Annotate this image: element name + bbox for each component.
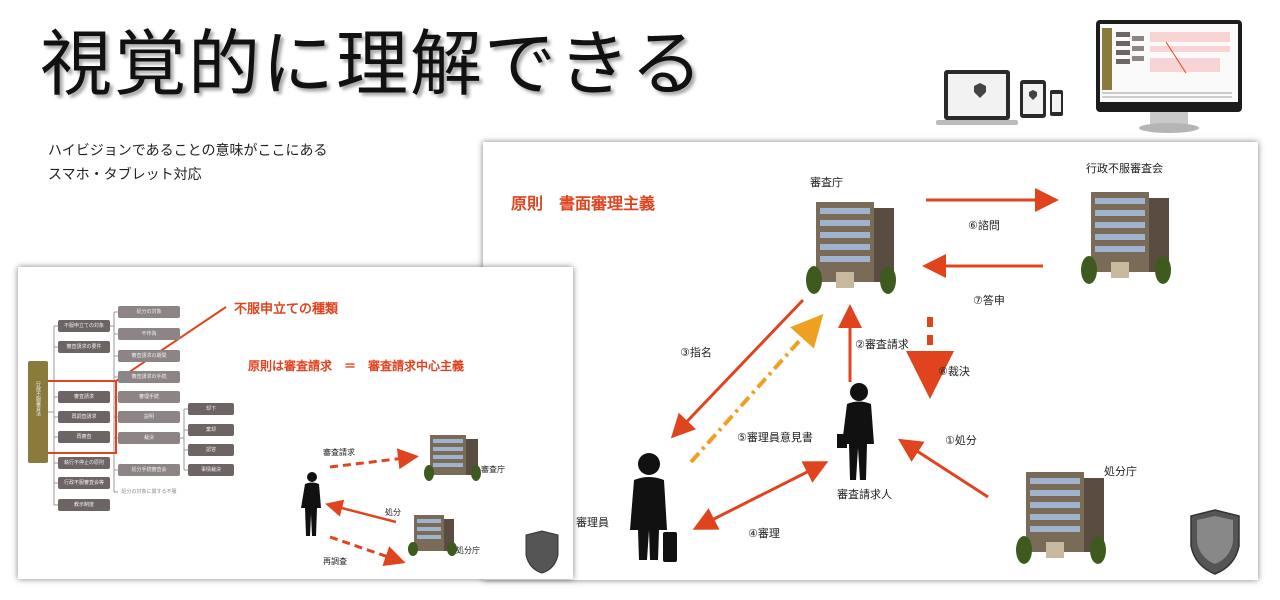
- arrow-ikensho: [689, 314, 824, 464]
- tree-node-saishinsa: 再審査: [58, 431, 110, 443]
- tree-node-c2-6: 裁決: [118, 432, 180, 444]
- mini-shinsacho-building: [424, 435, 481, 481]
- mini-label-shobuncho: 処分庁: [456, 546, 480, 555]
- tree-node-c2-2: 審査請求の期間: [118, 350, 180, 362]
- label-shinri: ④審理: [748, 527, 780, 540]
- mini-shield-icon: [525, 530, 559, 574]
- page-headline: 視覚的に理解できる: [40, 22, 705, 106]
- tree-node-jijo: 事情裁決: [188, 464, 234, 476]
- arrow-shinri: [692, 461, 829, 530]
- callout-fufuku-shurui: 不服申立ての種類: [234, 302, 339, 317]
- right-slide-diagram: [630, 188, 1240, 575]
- principle-text: 原則は審査請求 ＝ 審査請求中心主義: [248, 359, 465, 373]
- tree-node-kikyaku: 棄却: [188, 424, 234, 436]
- subtitle-device-support: スマホ・タブレット対応: [48, 167, 202, 183]
- tree-node-c2-0: 処分の対象: [118, 306, 180, 318]
- mini-label-shinsacho: 審査庁: [481, 465, 505, 474]
- subtitle-hivision: ハイビジョンであることの意味がここにある: [48, 143, 328, 159]
- seikyunin-person: [837, 383, 874, 480]
- label-shinriin: 審理員: [576, 516, 609, 529]
- tree-root-node: 行政不服審査法: [28, 361, 48, 463]
- label-shomon: ⑥諮問: [968, 219, 1000, 232]
- devices-illustration: [936, 18, 1246, 138]
- tree-node-c2-3: 審査請求の手続: [118, 371, 180, 383]
- tree-node-yoken: 審査請求の要件: [58, 341, 110, 353]
- label-shinsa-seikyu: ②審査請求: [855, 338, 909, 351]
- mini-person: [301, 472, 321, 536]
- tree-node-kyakka: 却下: [188, 403, 234, 415]
- mini-arrow-shobun: [325, 499, 397, 524]
- callout-line: [115, 306, 227, 382]
- left-slide-tree: [45, 306, 559, 574]
- tree-node-c2-4: 審理手続: [118, 391, 180, 403]
- mini-label-saichosa: 再調査: [323, 557, 347, 566]
- shinsacho-building: [806, 202, 896, 294]
- shinriin-person: [630, 453, 677, 562]
- tree-node-c2-5: 説明: [118, 411, 180, 423]
- devices-icon: [936, 20, 1242, 133]
- tree-node-kyoji: 教示制度: [58, 499, 110, 511]
- tree-node-ninyo: 認容: [188, 444, 234, 456]
- label-saiketsu: ⑧裁決: [938, 365, 970, 378]
- label-seikyunin: 審査請求人: [837, 488, 892, 501]
- arrow-shimei: [670, 298, 805, 439]
- tree-node-shinsakai: 行政不服審査会等: [58, 477, 110, 489]
- label-shimei: ③指名: [680, 346, 712, 359]
- slide-fufuku-shurui: 行政不服審査法 不服申立ての対象 審査請求の要件 審査請求 再調査請求 再審査 …: [18, 267, 573, 579]
- tree-node-taisho: 不服申立ての対象: [58, 320, 110, 332]
- arrow-shobun: [897, 438, 989, 499]
- label-shobun: ①処分: [945, 434, 977, 447]
- tree-node-shinsa-seikyu: 審査請求: [58, 391, 110, 403]
- tree-node-shikko: 執行不停止の原則: [58, 457, 110, 469]
- mini-arrow-shinsa: [329, 448, 419, 470]
- label-shobuncho: 処分庁: [1104, 465, 1137, 478]
- tree-node-c2-1: 不作為: [118, 328, 180, 340]
- slide-shomen-shinri: 原則 書面審理主義 審査庁 行政不服審査会 ⑥諮問 ⑦答申 ③指名 ②審査請求 …: [483, 142, 1258, 580]
- mini-shobuncho-building: [408, 515, 457, 556]
- tree-node-saichosa: 再調査請求: [58, 411, 110, 423]
- tree-node-c2-7: 処分手続審査会: [118, 464, 180, 476]
- tree-node-c2-8: 処分の対象に関する不服: [118, 486, 180, 498]
- right-slide-title: 原則 書面審理主義: [511, 194, 656, 213]
- fufuku-kai-building: [1081, 192, 1171, 284]
- label-ikensho: ⑤審理員意見書: [737, 431, 813, 444]
- label-shinsacho: 審査庁: [810, 176, 843, 189]
- shobuncho-building: [1016, 472, 1106, 564]
- mini-label-shobun: 処分: [385, 508, 401, 517]
- label-fufuku-kai: 行政不服審査会: [1086, 162, 1163, 175]
- label-toshin: ⑦答申: [973, 294, 1005, 307]
- shield-logo-icon: [1190, 509, 1240, 575]
- mini-label-shinsa-seikyu: 審査請求: [323, 448, 355, 457]
